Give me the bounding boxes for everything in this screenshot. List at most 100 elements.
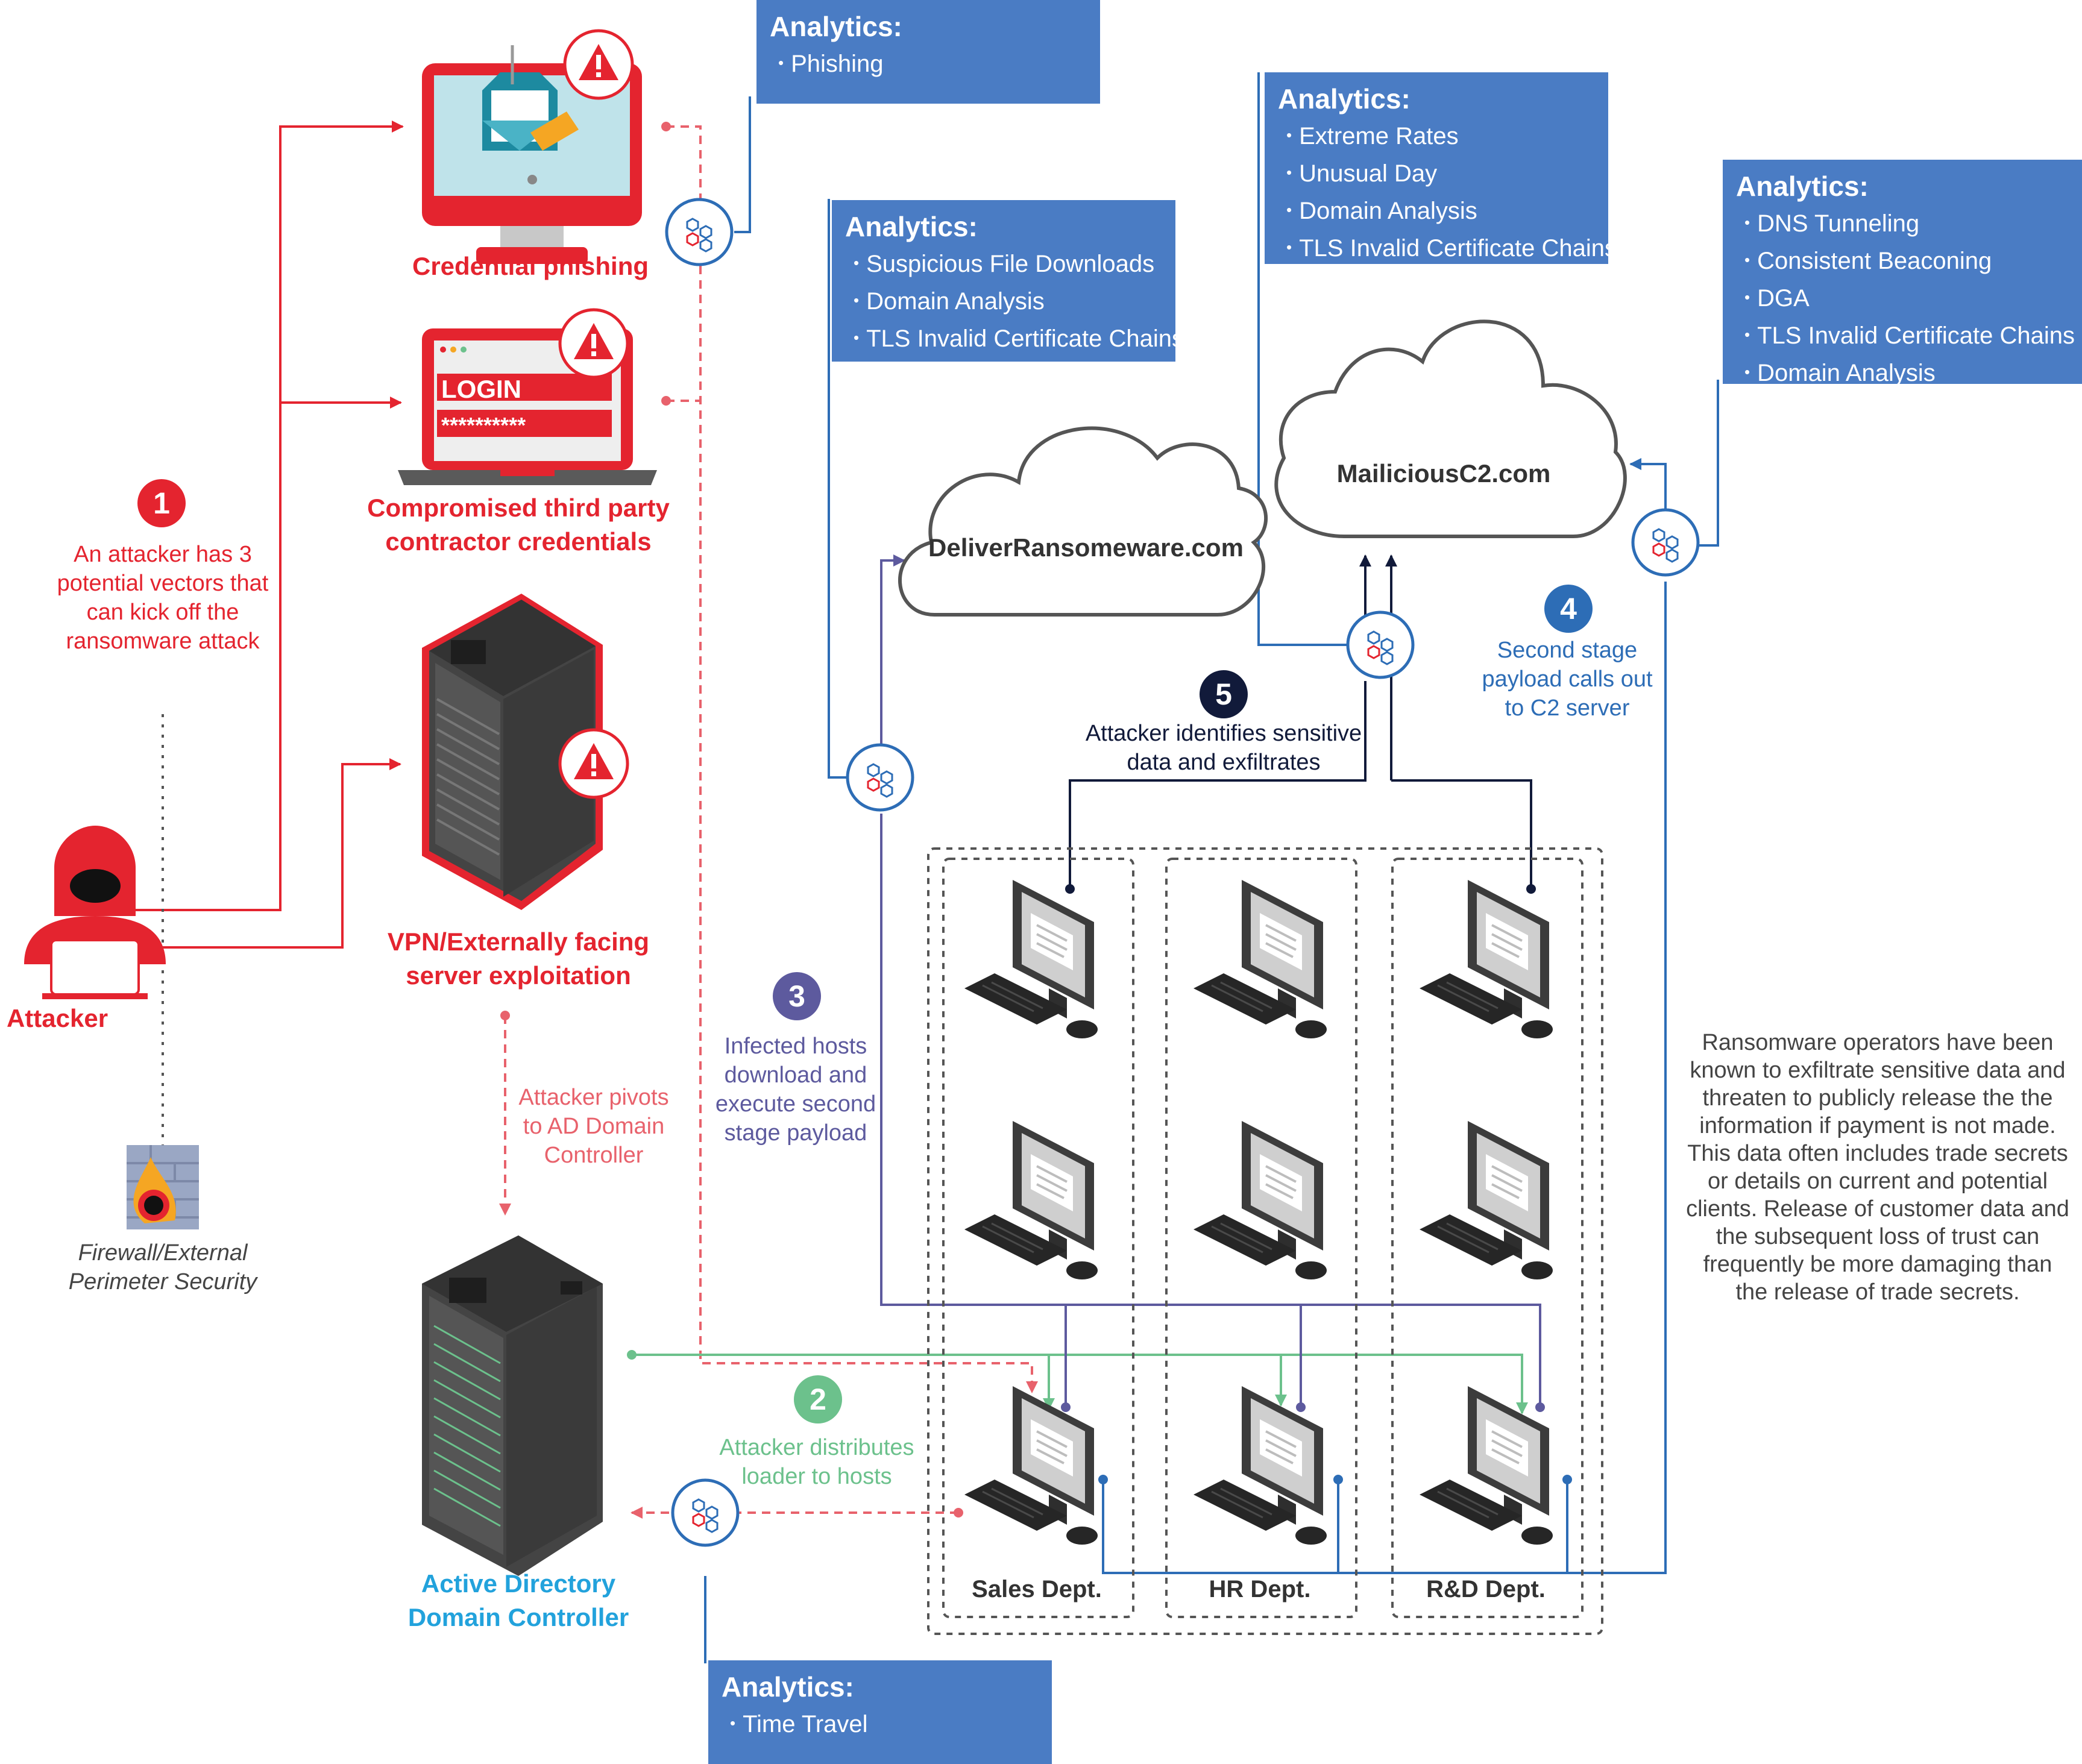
step-5-text: Attacker identifies sensitive data and e… (1073, 719, 1374, 777)
sales-dept-computers (963, 879, 1099, 1546)
note-line: threaten to publicly release the the (1702, 1085, 2053, 1111)
note-line: information if payment is not made. (1699, 1113, 2056, 1138)
login-text: LOGIN (441, 375, 521, 403)
vpn-server-icon (422, 594, 603, 910)
analytics-item: TLS Invalid Certificate Chains (854, 319, 1184, 357)
vpn-label-line1: VPN/Externally facing (387, 928, 650, 956)
note-line: frequently be more damaging than (1703, 1252, 2052, 1277)
analytics-item: DGA (1744, 279, 2069, 316)
analytics-item: TLS Invalid Certificate Chains (1286, 229, 1617, 266)
svg-text:2: 2 (810, 1383, 826, 1416)
step-5-line: data and exfiltrates (1127, 750, 1321, 775)
pivot-line: Controller (544, 1143, 644, 1168)
svg-text:3: 3 (788, 979, 805, 1013)
analytics-title: Analytics: (770, 11, 902, 42)
password-text: ********** (441, 413, 526, 438)
credential-phishing-label: Credential phishing (412, 252, 649, 280)
contractor-label-line1: Compromised third party (367, 494, 670, 522)
note-line: the release of trade secrets. (1735, 1279, 2020, 1305)
note-line: or details on current and potential (1707, 1169, 2048, 1194)
analytics-title: Analytics: (722, 1671, 854, 1703)
step-2-badge: 2 (794, 1375, 842, 1423)
dept-label-sales: Sales Dept. (972, 1576, 1102, 1602)
analytics-box-ad: Analytics: Time Travel (708, 1660, 1052, 1764)
analytics-item: Extreme Rates (1286, 117, 1595, 154)
analytics-icon-deliver[interactable] (848, 745, 913, 810)
analytics-item: DNS Tunneling (1744, 204, 2069, 242)
step-1-line: can kick off the (86, 600, 239, 625)
pivot-line: Attacker pivots (518, 1085, 669, 1110)
analytics-item: Unusual Day (1286, 154, 1595, 192)
analytics-item: Domain Analysis (1286, 192, 1595, 229)
analytics-item: Domain Analysis (1744, 354, 2069, 391)
analytics-item: Suspicious File Downloads (854, 245, 1162, 282)
pivot-line: to AD Domain (523, 1114, 665, 1139)
ad-label-line2: Domain Controller (407, 1603, 629, 1631)
step-2-text: Attacker distributes loader to hosts (696, 1433, 937, 1491)
analytics-item: Phishing (778, 45, 1087, 82)
vpn-label-line2: server exploitation (406, 961, 631, 990)
note-line: the subsequent loss of trust can (1716, 1224, 2040, 1249)
analytics-item: TLS Invalid Certificate Chains (1744, 316, 2075, 354)
step-4-line: to C2 server (1505, 695, 1630, 721)
step-4-line: payload calls out (1482, 667, 1653, 692)
step-1-badge: 1 (137, 479, 186, 527)
exfiltration-note: Ransomware operators have been known to … (1676, 1029, 2080, 1306)
step-2-line: Attacker distributes (719, 1435, 914, 1460)
c2-cloud-label: MailiciousC2.com (1336, 459, 1551, 488)
contractor-label-line2: contractor credentials (385, 527, 652, 556)
step-3-text: Infected hosts download and execute seco… (705, 1032, 886, 1147)
hr-dept-computers (1192, 879, 1328, 1546)
step-4-line: Second stage (1497, 638, 1638, 663)
analytics-item: Time Travel (730, 1705, 1039, 1742)
step-1-line: potential vectors that (57, 571, 269, 596)
analytics-title: Analytics: (1278, 83, 1411, 115)
step-5-line: Attacker identifies sensitive (1085, 721, 1362, 746)
analytics-title: Analytics: (1736, 171, 1869, 202)
step-5-badge: 5 (1200, 670, 1248, 718)
ad-label-line1: Active Directory (421, 1569, 616, 1598)
firewall-label-line1: Firewall/External (78, 1240, 248, 1266)
step-2-line: loader to hosts (741, 1464, 892, 1489)
analytics-box-deliver: Analytics: Suspicious File Downloads Dom… (832, 200, 1184, 362)
step-3-line: stage payload (724, 1120, 867, 1146)
malicious-c2-cloud (1274, 319, 1627, 538)
attack-vector-lines (124, 121, 404, 949)
analytics-item: Consistent Beaconing (1744, 242, 2069, 279)
step-1-line: ransomware attack (66, 629, 260, 654)
svg-text:5: 5 (1215, 677, 1232, 711)
analytics-title: Analytics: (845, 211, 978, 242)
deliver-ransomware-cloud (898, 426, 1268, 617)
deliver-cloud-label: DeliverRansomeware.com (928, 533, 1244, 562)
step-3-line: Infected hosts (724, 1034, 867, 1059)
step-4-badge: 4 (1544, 585, 1593, 633)
step-3-line: download and (724, 1062, 867, 1088)
step-4-text: Second stage payload calls out to C2 ser… (1465, 636, 1670, 723)
svg-text:1: 1 (153, 486, 170, 520)
analytics-icon-c2-exfil[interactable] (1348, 612, 1413, 677)
analytics-box-c2-callout: Analytics: DNS Tunneling Consistent Beac… (1723, 160, 2082, 386)
attacker-hood-icon (24, 826, 166, 999)
phishing-monitor-icon (422, 45, 642, 264)
attacker-label: Attacker (6, 1004, 109, 1032)
ad-server-icon (422, 1235, 603, 1576)
step-1-line: An attacker has 3 (74, 542, 252, 567)
analytics-box-phishing: Analytics: Phishing (756, 0, 1100, 104)
note-line: Ransomware operators have been (1702, 1030, 2054, 1055)
firewall-icon (127, 1145, 199, 1229)
rnd-dept-computers (1418, 879, 1554, 1546)
dept-label-rnd: R&D Dept. (1426, 1576, 1546, 1602)
dept-label-hr: HR Dept. (1209, 1576, 1311, 1602)
firewall-label-line2: Perimeter Security (68, 1269, 257, 1295)
svg-text:4: 4 (1560, 592, 1577, 626)
note-line: This data often includes trade secrets (1687, 1141, 2068, 1166)
pivot-text: Attacker pivots to AD Domain Controller (500, 1083, 687, 1170)
analytics-icon-c2-callout[interactable] (1633, 510, 1698, 575)
analytics-box-c2-exfil: Analytics: Extreme Rates Unusual Day Dom… (1265, 72, 1617, 266)
step-3-badge: 3 (773, 972, 821, 1020)
note-line: known to exfiltrate sensitive data and (1690, 1058, 2066, 1083)
step-1-text: An attacker has 3 potential vectors that… (42, 540, 283, 656)
note-line: clients. Release of customer data and (1686, 1196, 2069, 1222)
